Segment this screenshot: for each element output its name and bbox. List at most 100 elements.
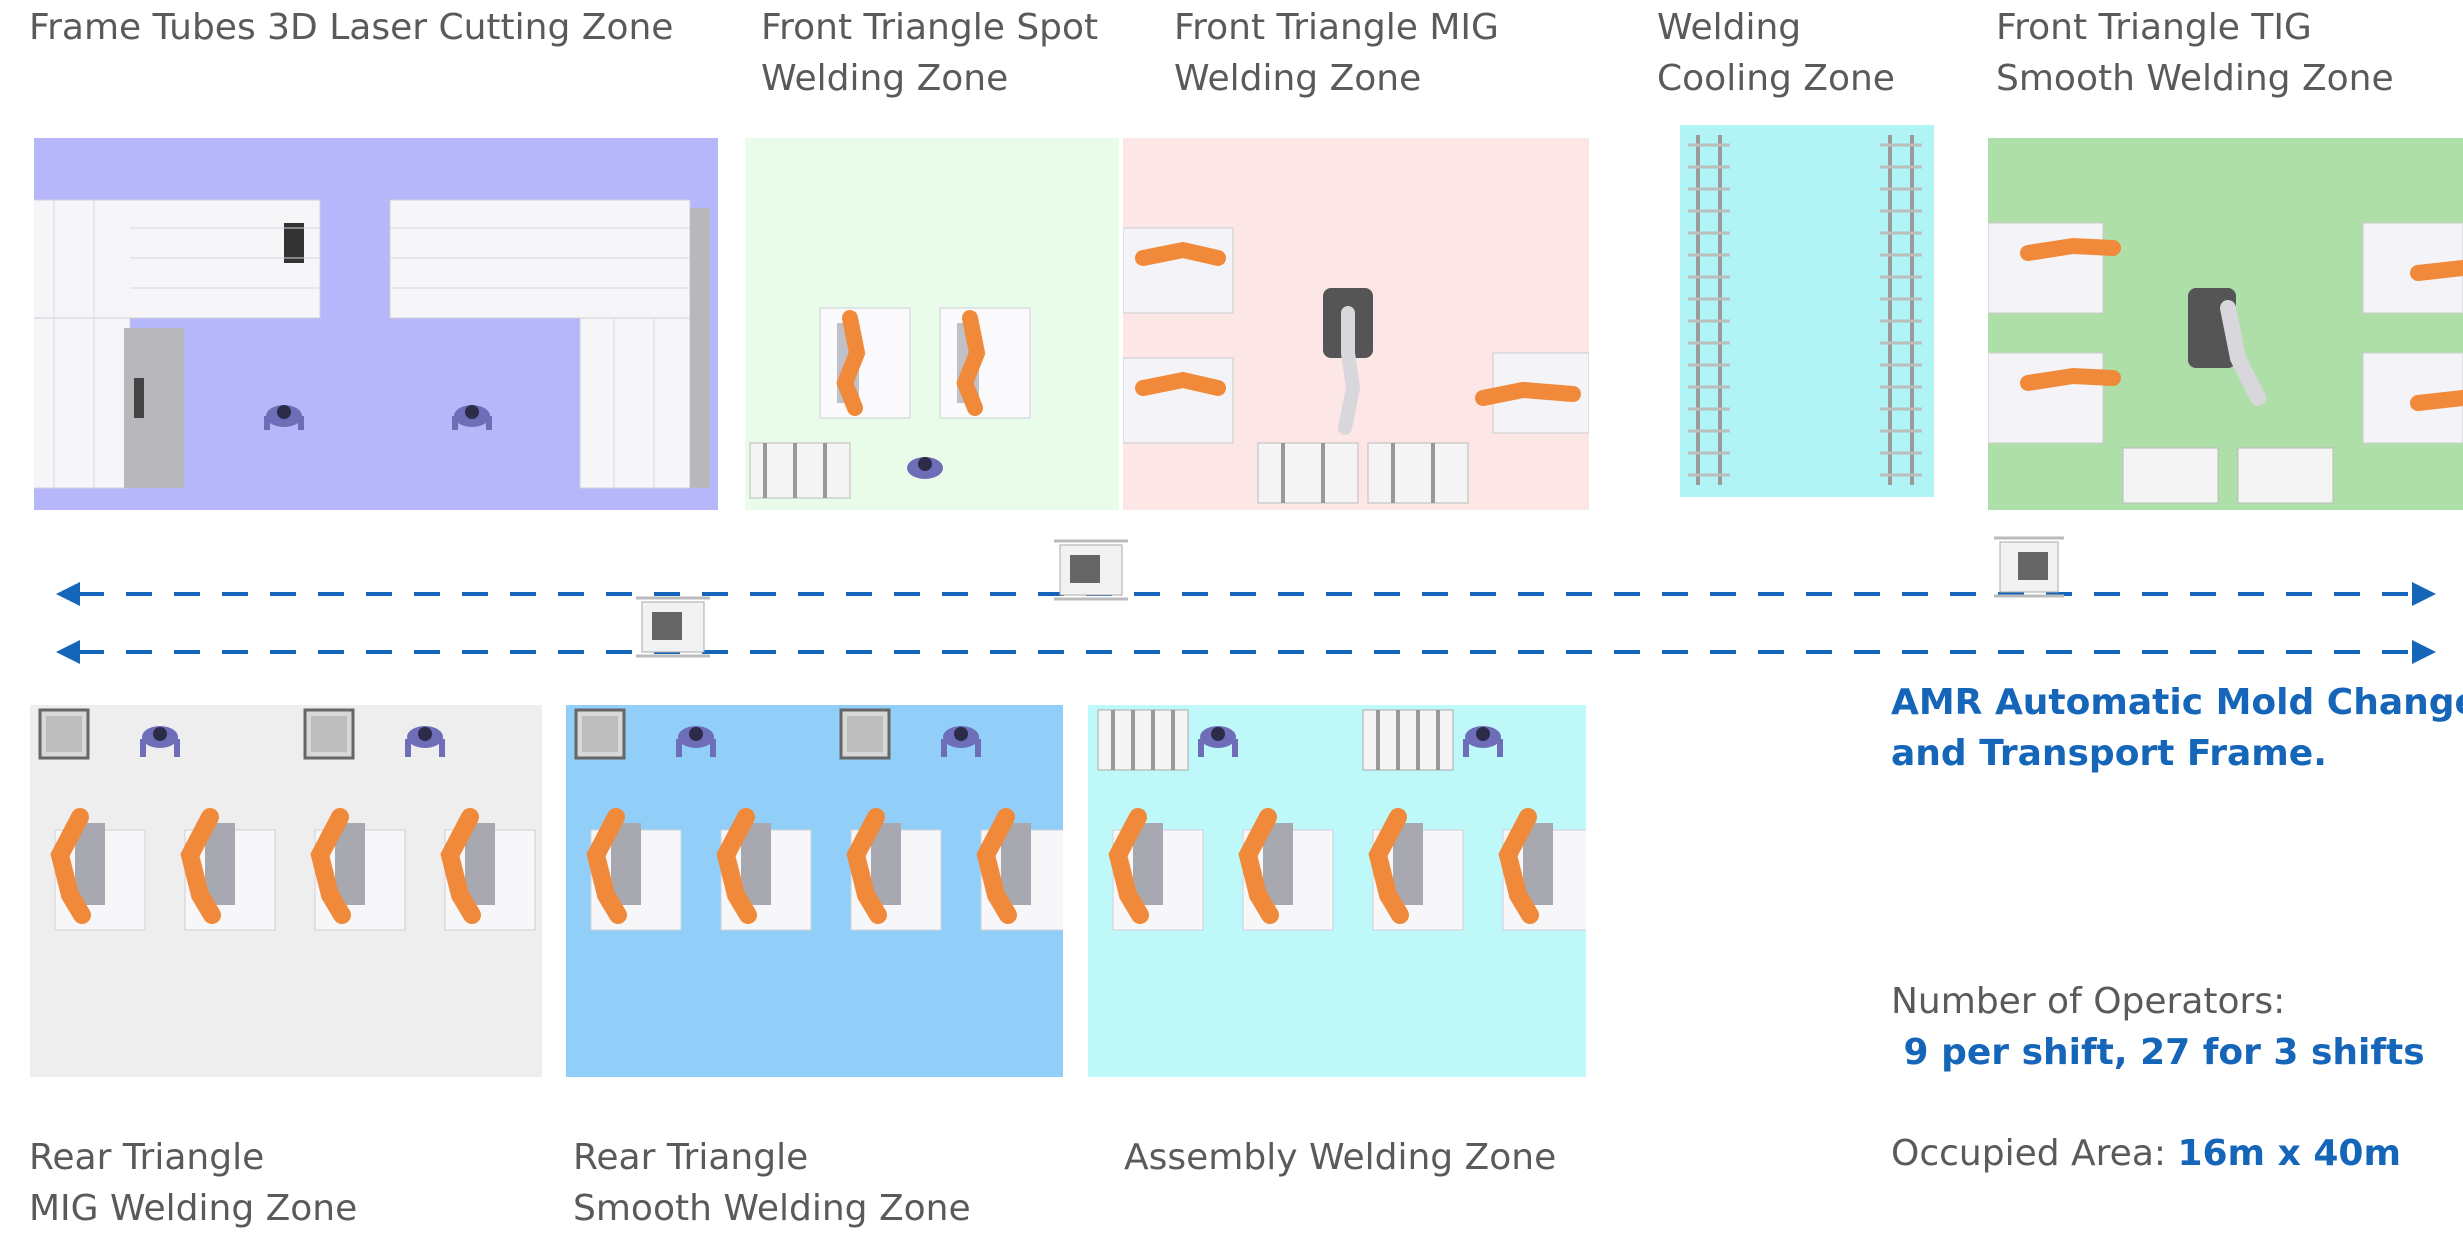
rear-mig-zone-title: Rear Triangle MIG Welding Zone: [29, 1132, 357, 1234]
rear-mig-zone-title-line1: Rear Triangle: [29, 1137, 265, 1178]
rear-smooth-zone: [566, 705, 1063, 1077]
rear-mig-cells: [38, 708, 536, 931]
spot-zone-title-line2: Welding Zone: [761, 58, 1009, 99]
laser-zone: [34, 138, 718, 510]
cooling-zone-title: Welding Cooling Zone: [1657, 2, 1895, 104]
arrow-right-icon: [2412, 640, 2436, 664]
amr-description-line1: AMR Automatic Mold Change: [1891, 682, 2463, 723]
robot-arm-icon: [939, 307, 1031, 419]
fixture-icon: [1362, 709, 1454, 771]
arrow-left-icon: [56, 582, 80, 606]
tig-zone-title-line2: Smooth Welding Zone: [1996, 58, 2394, 99]
laser-machine-icon-left: [34, 199, 321, 489]
tig-zone-title-line1: Front Triangle TIG: [1996, 7, 2312, 48]
laser-machine-icon-right: [389, 199, 710, 489]
mig-front-zone-title: Front Triangle MIG Welding Zone: [1174, 2, 1499, 104]
mig-front-zone: [1123, 138, 1589, 510]
rear-smooth-zone-title-line1: Rear Triangle: [573, 1137, 809, 1178]
mig-front-zone-title-line2: Welding Zone: [1174, 58, 1422, 99]
operator-icon: [676, 726, 716, 757]
amr-icon: [1994, 536, 2064, 598]
cooling-zone: [1680, 125, 1934, 497]
robot-arm-icon: [310, 808, 406, 931]
robot-arm-icon: [2362, 222, 2463, 314]
operators-label: Number of Operators:: [1891, 981, 2286, 1022]
operator-icon: [941, 726, 981, 757]
robot-arm-icon: [1988, 352, 2121, 444]
rear-mig-zone-title-line2: MIG Welding Zone: [29, 1188, 358, 1229]
area-info: Occupied Area: 16m x 40m: [1891, 1128, 2401, 1179]
fixture-icon: [1696, 135, 1914, 485]
amr-description-line2: and Transport Frame.: [1891, 733, 2327, 774]
robot-arm-icon: [1238, 808, 1334, 931]
cooling-zone-title-line1: Welding: [1657, 7, 1802, 48]
fixture-icon: [2122, 447, 2334, 504]
parts-bin-icon: [303, 708, 355, 760]
arrow-left-icon: [56, 640, 80, 664]
amr-icon: [1054, 539, 1128, 601]
operators-value: 9 per shift, 27 for 3 shifts: [1891, 1032, 2425, 1073]
rear-smooth-cells: [574, 708, 1063, 931]
assembly-zone: [1088, 705, 1586, 1077]
assembly-cells: [1097, 709, 1586, 931]
rear-smooth-zone-title-line2: Smooth Welding Zone: [573, 1188, 971, 1229]
spot-cells: [749, 307, 1031, 499]
upper-equipment: [1097, 709, 1503, 771]
upper-equipment: [38, 708, 445, 760]
cooling-racks: [1688, 135, 1922, 485]
arrow-right-icon: [2412, 582, 2436, 606]
operator-icon: [140, 726, 180, 757]
spot-zone: [745, 138, 1119, 510]
robot-arm-icon: [1988, 222, 2121, 314]
operator-icon: [907, 457, 943, 479]
fixture-icon: [1097, 709, 1189, 771]
cooling-zone-title-line2: Cooling Zone: [1657, 58, 1895, 99]
amr-description: AMR Automatic Mold Change and Transport …: [1891, 677, 2463, 779]
operator-icon: [405, 726, 445, 757]
operator-icon: [1463, 726, 1503, 757]
robot-arm-icon: [440, 808, 536, 931]
operators-info: Number of Operators: 9 per shift, 27 for…: [1891, 976, 2425, 1078]
robot-arm-icon: [586, 808, 682, 931]
robot-arm-icon: [1123, 227, 1234, 314]
robot-arm-icon: [1368, 808, 1464, 931]
tig-zone: [1988, 138, 2463, 510]
operator-icon: [452, 405, 492, 430]
robot-arm-icon: [1475, 352, 1589, 434]
upper-equipment: [574, 708, 981, 760]
robot-arm-icon: [819, 307, 911, 419]
spot-zone-title-line1: Front Triangle Spot: [761, 7, 1099, 48]
parts-bin-icon: [38, 708, 90, 760]
laser-zone-title: Frame Tubes 3D Laser Cutting Zone: [29, 7, 674, 48]
cooling-rack-ticks: [1688, 143, 1922, 477]
laser-machines: [34, 199, 710, 489]
operator-icon: [1198, 726, 1238, 757]
robot-arm-icon: [2188, 288, 2266, 406]
area-label: Occupied Area:: [1891, 1133, 2178, 1174]
parts-bin-icon: [839, 708, 891, 760]
assembly-zone-title: Assembly Welding Zone: [1124, 1137, 1557, 1178]
robot-arm-icon: [2362, 352, 2463, 444]
fixture-icon: [749, 442, 851, 499]
tig-zone-title: Front Triangle TIG Smooth Welding Zone: [1996, 2, 2394, 104]
robot-arm-icon: [846, 808, 942, 931]
parts-bin-icon: [574, 708, 626, 760]
robot-arm-icon: [50, 808, 146, 931]
robot-arm-icon: [716, 808, 812, 931]
rear-smooth-zone-title: Rear Triangle Smooth Welding Zone: [573, 1132, 971, 1234]
robot-arm-icon: [976, 808, 1063, 931]
fixture-icon: [1257, 442, 1469, 504]
robot-arm-icon: [1323, 288, 1373, 435]
area-value: 16m x 40m: [2177, 1133, 2401, 1174]
mig-front-zone-title-line1: Front Triangle MIG: [1174, 7, 1499, 48]
robot-arm-icon: [180, 808, 276, 931]
rear-mig-zone: [30, 705, 542, 1077]
amr-icon: [636, 596, 710, 658]
robot-arm-icon: [1108, 808, 1204, 931]
mig-front-cells: [1123, 227, 1589, 504]
robot-arm-icon: [1123, 357, 1234, 444]
operator-icon: [264, 405, 304, 430]
spot-zone-title: Front Triangle Spot Welding Zone: [761, 2, 1098, 104]
tig-cells: [1988, 222, 2463, 504]
